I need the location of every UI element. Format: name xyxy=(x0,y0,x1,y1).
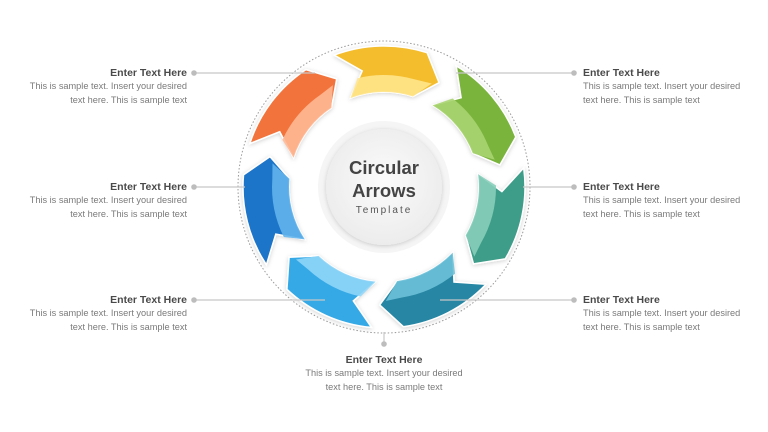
label-title: Enter Text Here xyxy=(583,181,660,193)
connector-lines xyxy=(191,70,577,347)
arrow-highlight-teal xyxy=(465,174,497,257)
label-text-line2: text here. This is sample text xyxy=(583,208,700,219)
label-text-line1: This is sample text. Insert your desired xyxy=(305,368,463,378)
label-right-mid: Enter Text Here This is sample text. Ins… xyxy=(583,180,768,221)
label-text-line1: This is sample text. Insert your desired xyxy=(583,81,741,91)
label-text-line1: This is sample text. Insert your desired xyxy=(29,308,187,318)
label-text-line1: This is sample text. Insert your desired xyxy=(583,195,741,205)
label-title: Enter Text Here xyxy=(110,67,187,79)
label-right-top: Enter Text Here This is sample text. Ins… xyxy=(583,66,768,107)
label-text-line2: text here. This is sample text xyxy=(583,94,700,105)
label-title: Enter Text Here xyxy=(345,354,423,366)
arrow-segment-light-blue xyxy=(286,255,378,329)
label-title: Enter Text Here xyxy=(110,294,187,306)
label-left-top: Enter Text Here This is sample text. Ins… xyxy=(2,66,187,107)
label-text-line1: This is sample text. Insert your desired xyxy=(29,195,187,205)
label-text-line1: This is sample text. Insert your desired xyxy=(583,308,741,318)
label-right-bottom: Enter Text Here This is sample text. Ins… xyxy=(583,293,768,334)
arrow-highlight-green xyxy=(432,98,495,160)
connector-dot xyxy=(571,70,577,76)
connector-dot xyxy=(191,297,197,303)
arrow-segment-green xyxy=(430,64,517,166)
label-text-line2: text here. This is sample text xyxy=(70,94,187,105)
label-title: Enter Text Here xyxy=(110,181,187,193)
center-title: Circular Arrows xyxy=(314,156,454,202)
label-text-line1: This is sample text. Insert your desired xyxy=(29,81,187,91)
connector-dot xyxy=(381,341,387,347)
label-text-line2: text here. This is sample text xyxy=(70,208,187,219)
center-title-line2: Arrows xyxy=(352,180,416,201)
label-text-line2: text here. This is sample text xyxy=(583,321,700,332)
connector-dot xyxy=(191,70,197,76)
label-title: Enter Text Here xyxy=(583,294,660,306)
connector-dot xyxy=(571,184,577,190)
arrow-highlight-blue xyxy=(272,163,305,240)
arrow-highlight-light-blue xyxy=(296,255,376,297)
inner-circle xyxy=(326,129,442,245)
arrow-segment-dark-teal xyxy=(378,250,488,328)
center-subtitle: Template xyxy=(355,205,413,216)
label-text-line2: text here. This is sample text xyxy=(325,381,443,392)
arrow-ring xyxy=(242,45,526,329)
arrow-highlight-yellow xyxy=(350,75,432,99)
label-text-line2: text here. This is sample text xyxy=(70,321,187,332)
connector-dot xyxy=(571,297,577,303)
arrow-highlight-dark-teal xyxy=(385,252,455,301)
arrow-segment-orange xyxy=(248,68,338,160)
arrow-highlight-orange xyxy=(282,85,333,158)
connector-dot xyxy=(191,184,197,190)
label-left-bottom: Enter Text Here This is sample text. Ins… xyxy=(2,293,187,334)
center-title-line1: Circular xyxy=(349,157,419,178)
label-left-mid: Enter Text Here This is sample text. Ins… xyxy=(2,180,187,221)
label-title: Enter Text Here xyxy=(583,67,660,79)
arrow-segment-blue xyxy=(242,155,307,267)
label-bottom: Enter Text Here This is sample text. Ins… xyxy=(299,353,469,394)
center-text: Circular Arrows Template xyxy=(314,156,454,216)
